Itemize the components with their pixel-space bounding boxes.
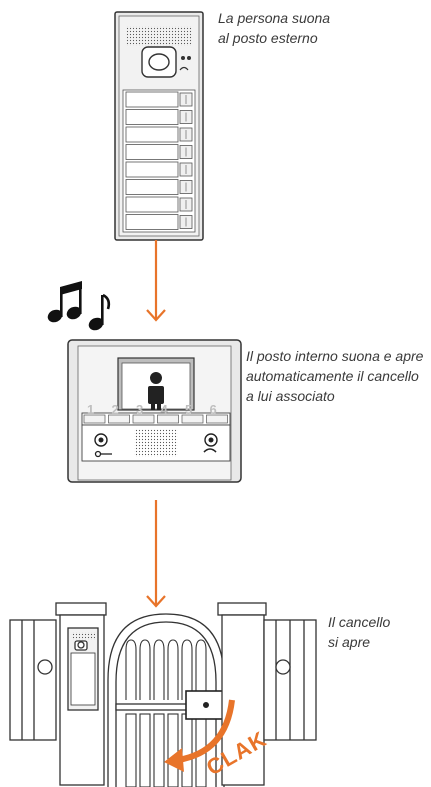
call-button: [125, 214, 193, 230]
key-icon: [94, 450, 112, 458]
gate-bar-upper: [153, 639, 165, 700]
caption-line: La persona suona: [218, 10, 331, 26]
gate-open-arrow: [164, 699, 235, 772]
caption-line: a lui associato: [246, 388, 335, 404]
monitor-button-2: 2: [108, 402, 130, 424]
speaker-grille-icon: [126, 26, 192, 46]
gate-bar-upper: [167, 639, 179, 700]
camera-module: [141, 46, 177, 78]
monitor-button-5: 5: [181, 402, 204, 424]
gate-scene: [9, 602, 317, 787]
monitor-button-number: 6: [210, 402, 217, 417]
right-control-knob: [204, 433, 218, 447]
gate-bar-upper: [195, 639, 207, 700]
call-button: [125, 196, 193, 213]
call-button: [125, 91, 193, 108]
caption-line: Il cancello: [328, 614, 391, 630]
gate-lock: [185, 690, 227, 720]
monitor-button-6: 6: [206, 402, 228, 424]
music-notes-icon: [47, 281, 111, 331]
monitor-button-strip: 1 2 3 4 5 6: [81, 402, 231, 426]
call-buttons: [125, 91, 193, 230]
monitor-button-3: 3: [132, 402, 155, 424]
left-fence: [9, 619, 57, 741]
step-3-caption: Il cancello si apre: [328, 612, 390, 652]
flow-arrow-2: [146, 500, 166, 608]
monitor-button-1: 1: [83, 402, 106, 424]
person-icon: [148, 372, 164, 410]
call-button: [125, 144, 193, 160]
monitor-button-number: 1: [87, 402, 94, 417]
gate-bar-upper: [139, 639, 151, 700]
call-button: [125, 126, 193, 143]
gate-bar-lower: [153, 713, 165, 787]
call-button: [125, 179, 193, 195]
speaker-grille-icon: [134, 429, 178, 457]
monitor-button-4: 4: [157, 402, 179, 424]
step-1-caption: La persona suona al posto esterno: [218, 8, 330, 48]
caption-line: automaticamente il cancello: [246, 368, 419, 384]
flow-arrow-1: [146, 240, 166, 322]
caption-line: Il posto interno suona e apre: [246, 348, 424, 364]
gate-bar-lower: [167, 713, 179, 787]
monitor-button-number: 5: [185, 402, 192, 417]
caption-line: si apre: [328, 634, 371, 650]
outdoor-station-small: [67, 627, 99, 711]
monitor-button-number: 4: [161, 402, 169, 417]
gate-bar-lower: [125, 713, 137, 787]
call-button: [125, 161, 193, 178]
outdoor-station: [114, 11, 204, 241]
call-button: [125, 109, 193, 125]
monitor-button-number: 2: [112, 402, 119, 417]
caption-line: al posto esterno: [218, 30, 318, 46]
gate: [107, 613, 225, 787]
monitor-button-number: 3: [136, 402, 143, 417]
left-control-knob: [94, 433, 108, 447]
step-2-caption: Il posto interno suona e apre automatica…: [246, 346, 423, 406]
gate-bar-upper: [125, 639, 137, 700]
right-fence: [263, 619, 317, 741]
gate-bar-lower: [139, 713, 151, 787]
gate-bar-upper: [181, 639, 193, 700]
status-icons: [179, 56, 191, 71]
indoor-monitor: 1 2 3 4 5 6: [67, 339, 242, 483]
handset-icon: [203, 448, 217, 453]
